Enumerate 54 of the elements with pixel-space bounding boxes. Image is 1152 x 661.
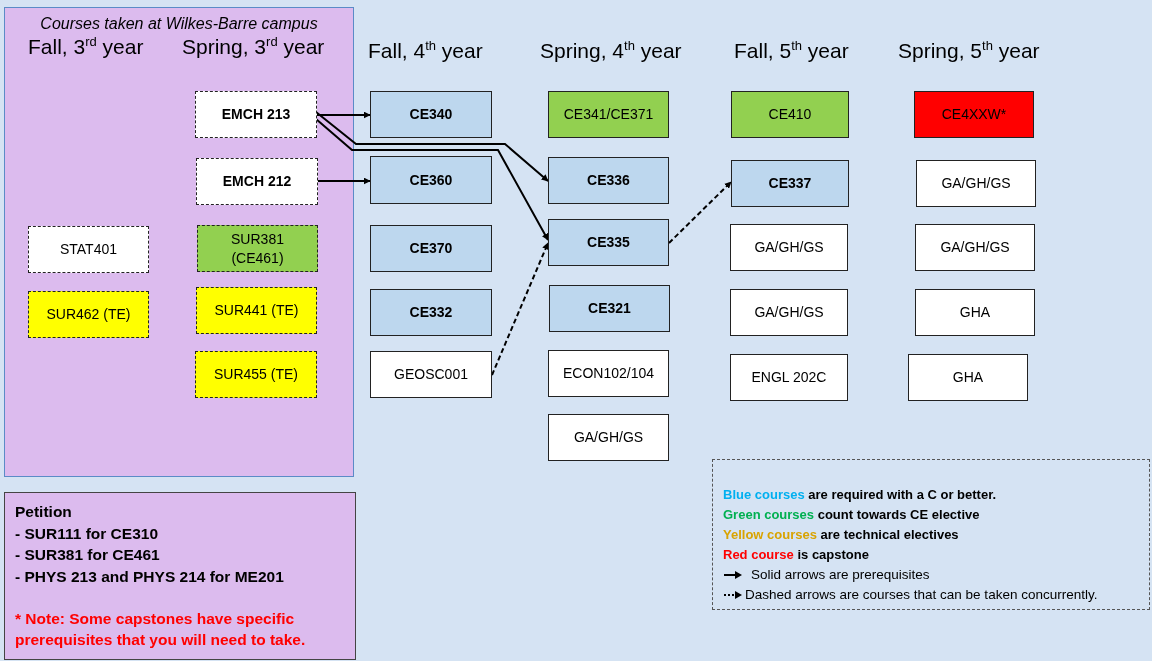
course-box: STAT401 [28,226,149,273]
course-box: SUR441 (TE) [196,287,317,334]
course-box: SUR455 (TE) [195,351,317,398]
course-box: CE337 [731,160,849,207]
legend-text: Green courses count towards CE elective [723,507,980,522]
list-item: - SUR111 for CE310 [15,523,159,544]
course-box: GA/GH/GS [916,160,1036,207]
arrow [315,111,371,119]
course-box: GA/GH/GS [915,224,1035,271]
arrow [316,177,371,185]
dashed-arrow [668,181,732,244]
panel-title: Courses taken at Wilkes-Barre campus [39,14,319,34]
list-item: - SUR381 for CE461 [15,545,161,566]
course-box: CE410 [731,91,849,138]
course-box: CE340 [370,91,492,138]
course-box: EMCH 212 [196,158,318,205]
list-item: - PHYS 213 and PHYS 214 for ME201 [15,567,285,588]
course-box: GA/GH/GS [730,289,848,336]
course-box: GA/GH/GS [548,414,669,461]
column-heading: Spring, 3$^{rd}$ year [182,34,325,59]
course-box: ECON102/104 [548,350,669,397]
legend-text: Solid arrows are prerequisites [751,567,930,582]
arrow [315,111,549,182]
course-box: CE336 [548,157,669,204]
column-heading: Fall, 5$^{th}$ year [734,38,849,63]
note-text: * Note: Some capstones have specific prerequisites that you will need to take. [15,608,307,651]
column-heading: Spring, 4$^{th}$ year [540,38,682,63]
course-box: CE360 [370,156,492,204]
column-heading: Spring, 5$^{th}$ year [898,38,1040,63]
course-box: CE341/CE371 [548,91,669,138]
course-box: CE332 [370,289,492,336]
course-box: GHA [908,354,1028,401]
column-heading: Fall, 3$^{rd}$ year [28,34,144,59]
course-box: GEOSC001 [370,351,492,398]
box-heading: Petition [15,502,73,522]
legend-text: Blue courses are required with a C or better. [723,487,997,502]
legend-text: Dashed arrows are courses that can be taken concurrently. [745,587,1098,602]
course-box: ENGL 202C [730,354,848,401]
campus-panel [4,7,354,477]
legend-text: Yellow courses are technical electives [723,527,959,542]
course-box: CE321 [549,285,670,332]
course-box: GHA [915,289,1035,336]
course-box: GA/GH/GS [730,224,848,271]
course-box: SUR462 (TE) [28,291,149,338]
dashed-arrow [491,242,549,376]
course-box: EMCH 213 [195,91,317,138]
petition-note-box [4,492,356,660]
course-box: CE370 [370,225,492,272]
arrow [315,118,549,241]
course-box: SUR381 (CE461) [197,225,318,272]
legend-text: Red course is capstone [723,547,869,562]
course-box: CE4XXW* [914,91,1034,138]
course-box: CE335 [548,219,669,266]
column-heading: Fall, 4$^{th}$ year [368,38,483,63]
